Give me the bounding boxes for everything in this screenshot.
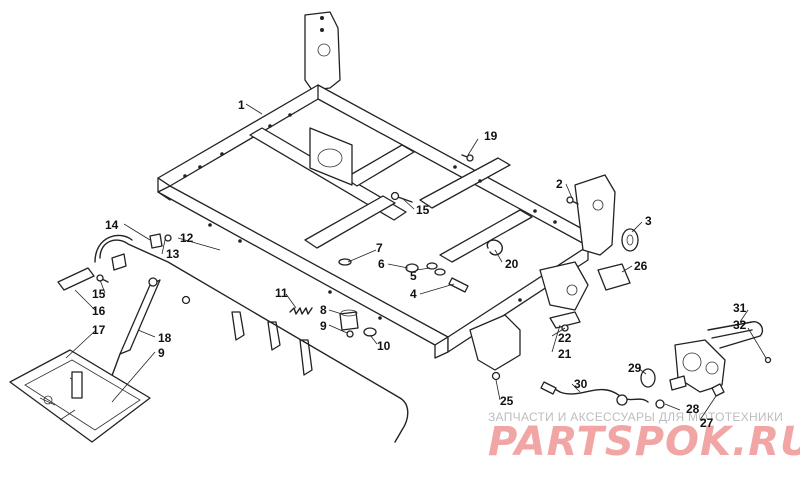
callout-11: 11 bbox=[275, 286, 288, 300]
callout-1: 1 bbox=[238, 98, 245, 112]
callout-9-seat: 9 bbox=[158, 346, 165, 360]
callout-13: 13 bbox=[166, 247, 180, 261]
callout-16: 16 bbox=[92, 304, 106, 318]
callout-27: 27 bbox=[700, 416, 714, 430]
watermark-brand: PARTSPOK.RU bbox=[488, 419, 800, 465]
main-frame bbox=[157, 11, 616, 376]
callout-15-seat: 15 bbox=[92, 287, 106, 301]
callout-17: 17 bbox=[92, 323, 106, 337]
callout-9-frame: 9 bbox=[320, 319, 327, 333]
watermark: ЗАПЧАСТИ И АКСЕССУАРЫ ДЛЯ МОТОТЕХНИКИ PA… bbox=[488, 410, 800, 465]
watermark-subtitle: ЗАПЧАСТИ И АКСЕССУАРЫ ДЛЯ МОТОТЕХНИКИ bbox=[488, 410, 783, 424]
callout-21: 21 bbox=[558, 347, 572, 361]
callout-26: 26 bbox=[634, 259, 648, 273]
headlight-assembly bbox=[540, 321, 772, 409]
hardware-parts bbox=[289, 154, 639, 381]
callout-12: 12 bbox=[180, 231, 194, 245]
callout-2: 2 bbox=[556, 177, 563, 191]
leader-lines bbox=[65, 103, 767, 421]
callout-10: 10 bbox=[377, 339, 391, 353]
callout-32: 32 bbox=[733, 318, 747, 332]
callout-18: 18 bbox=[158, 331, 172, 345]
callout-6: 6 bbox=[378, 257, 385, 271]
callout-25: 25 bbox=[500, 394, 514, 408]
callout-20: 20 bbox=[505, 257, 519, 271]
callout-22: 22 bbox=[558, 331, 572, 345]
callout-8: 8 bbox=[320, 303, 327, 317]
callout-15-frame: 15 bbox=[416, 203, 430, 217]
callout-19: 19 bbox=[484, 129, 498, 143]
callout-labels: 1 2 3 4 5 6 7 8 9 9 10 11 12 13 14 15 15… bbox=[92, 98, 747, 430]
callout-14: 14 bbox=[105, 218, 119, 232]
callout-7: 7 bbox=[376, 241, 383, 255]
callout-4: 4 bbox=[410, 287, 417, 301]
callout-28: 28 bbox=[686, 402, 700, 416]
callout-31: 31 bbox=[733, 301, 747, 315]
callout-5: 5 bbox=[410, 269, 417, 283]
callout-29: 29 bbox=[628, 361, 642, 375]
callout-30: 30 bbox=[574, 377, 588, 391]
seat-support-assembly bbox=[9, 233, 409, 443]
callout-3: 3 bbox=[645, 214, 652, 228]
